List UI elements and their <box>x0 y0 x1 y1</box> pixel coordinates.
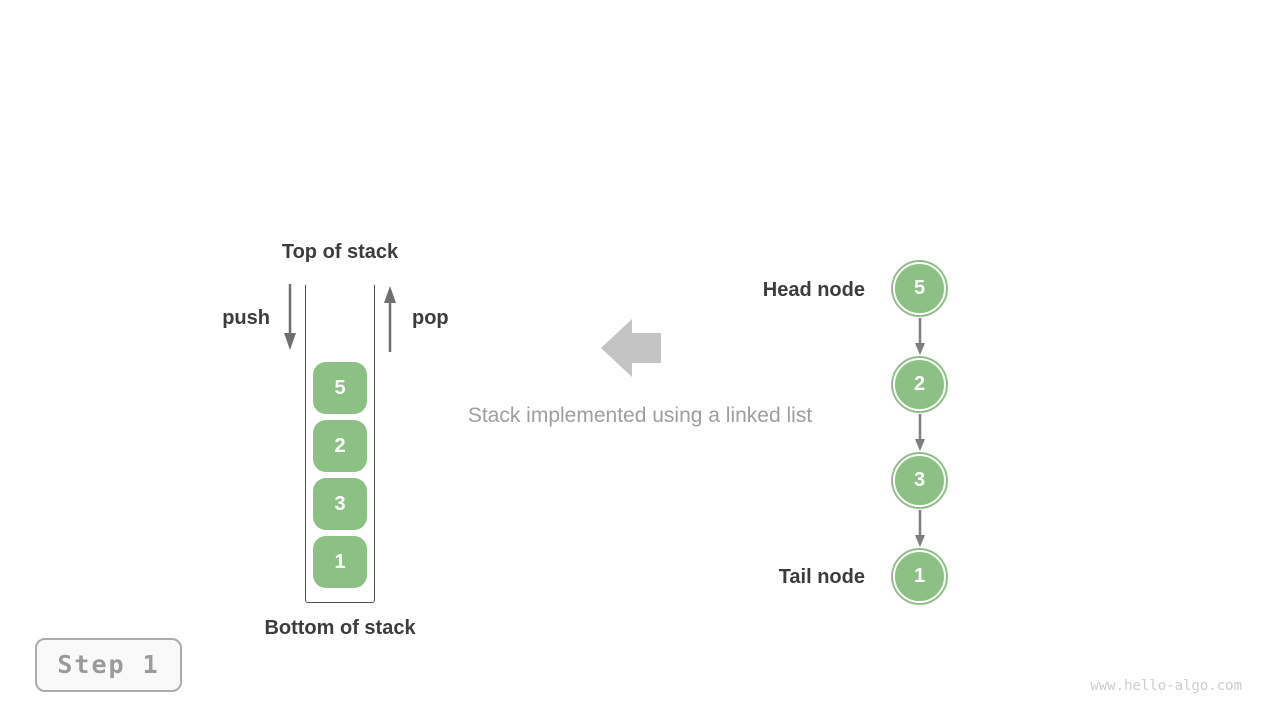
link-arrow-icon <box>915 318 925 355</box>
link-arrow-icon <box>915 510 925 547</box>
tail-node-label: Tail node <box>778 566 865 588</box>
stack-item: 3 <box>313 478 367 530</box>
linked-list-node: 3 <box>893 454 946 507</box>
stack-item: 2 <box>313 420 367 472</box>
bottom-of-stack-label: Bottom of stack <box>264 617 416 639</box>
watermark-text: www.hello-algo.com <box>1090 678 1242 694</box>
head-node-label: Head node <box>762 279 865 301</box>
linked-list-node: 1 <box>893 550 946 603</box>
stack-container <box>305 285 375 603</box>
top-of-stack-label: Top of stack <box>281 241 399 263</box>
linked-list-node: 2 <box>893 358 946 411</box>
pop-label: pop <box>412 307 449 329</box>
caption-text: Stack implemented using a linked list <box>467 404 813 427</box>
step-badge: Step 1 <box>35 638 182 692</box>
stack-item: 5 <box>313 362 367 414</box>
linked-list-node: 5 <box>893 262 946 315</box>
link-arrow-icon <box>915 414 925 451</box>
stack-item: 1 <box>313 536 367 588</box>
left-arrow-icon <box>601 319 661 377</box>
push-label: push <box>222 307 270 329</box>
pop-arrow-icon <box>384 286 396 352</box>
push-arrow-icon <box>284 284 296 350</box>
